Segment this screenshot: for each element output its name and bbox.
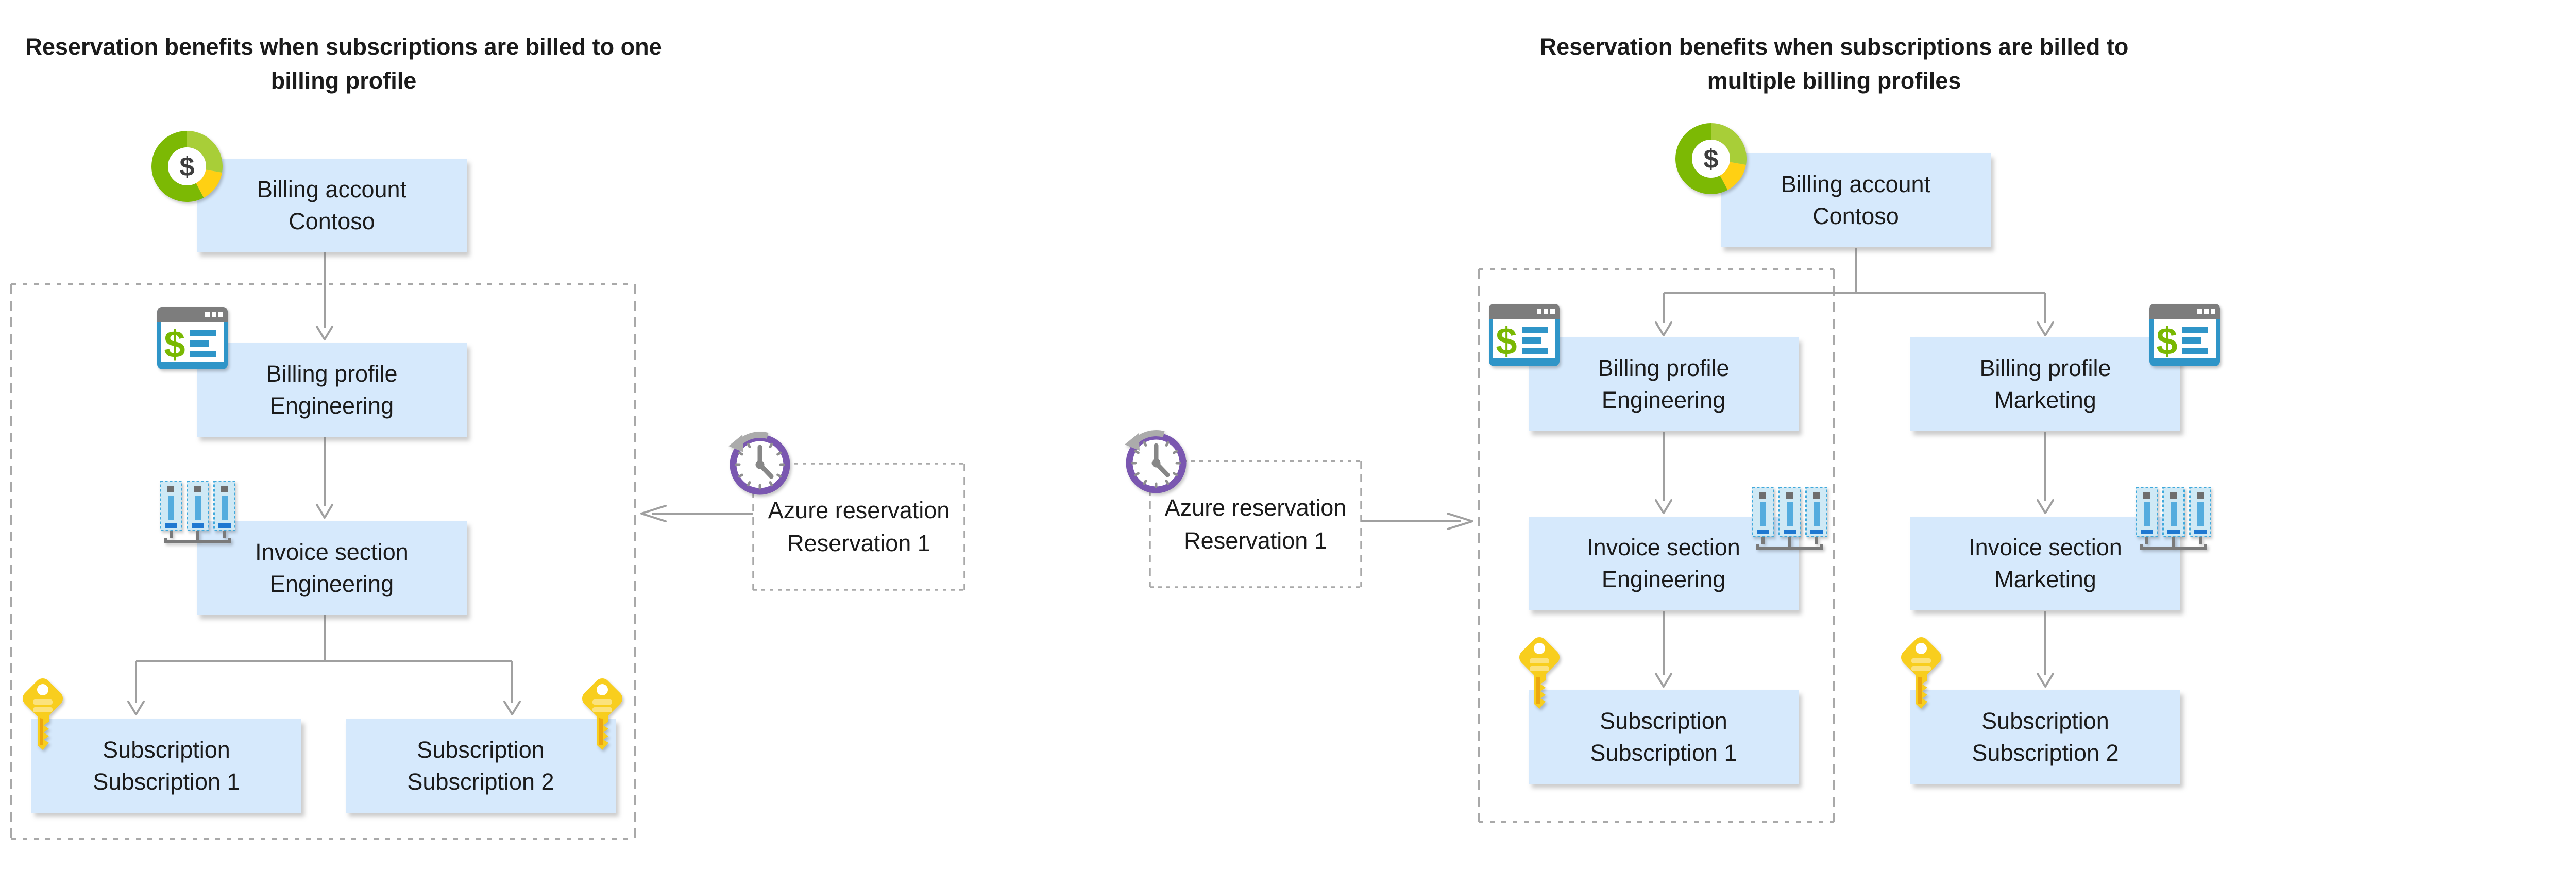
right-diagram-title: Reservation benefits when subscriptions … xyxy=(1504,30,2164,98)
subscription-2-key-icon xyxy=(579,674,625,751)
left-subscription-2-name: Subscription 2 xyxy=(407,769,554,795)
reservation-clock-icon xyxy=(1123,429,1190,496)
left-billing-account-name: Contoso xyxy=(289,208,375,234)
right-subscription-2-name: Subscription 2 xyxy=(1972,740,2119,766)
right-azure-reservation-node: Azure reservation Reservation 1 xyxy=(1150,461,1361,587)
left-arrow-account-to-profile xyxy=(316,252,333,340)
invoice-section-bars-icon xyxy=(2136,487,2211,556)
left-reservation-name: Reservation 1 xyxy=(787,530,930,556)
right-title-line2: multiple billing profiles xyxy=(1707,67,1961,94)
right-billing-account-name: Contoso xyxy=(1812,203,1899,229)
left-subscription-1-name: Subscription 1 xyxy=(93,769,240,795)
billing-account-donut-icon xyxy=(151,131,223,202)
left-reservation-arrow xyxy=(640,505,753,522)
left-subscription-2-label: Subscription xyxy=(417,737,545,763)
left-billing-profile-name: Engineering xyxy=(269,392,394,419)
left-invoice-section-label: Invoice section xyxy=(255,539,409,565)
right-invoice-mkt-name: Marketing xyxy=(1994,566,2096,592)
left-subscription-1-node: Subscription Subscription 1 xyxy=(31,719,301,813)
left-title-line2: billing profile xyxy=(270,67,417,94)
right-arrow-marketing-profile-to-invoice xyxy=(2037,432,2054,514)
invoice-section-bars-icon xyxy=(1752,487,1827,556)
invoice-section-bars-icon xyxy=(160,481,235,550)
left-billing-profile-label: Billing profile xyxy=(266,361,398,387)
right-arrow-marketing-invoice-to-subscription xyxy=(2037,611,2054,688)
right-billing-profile-eng-label: Billing profile xyxy=(1598,355,1730,381)
left-azure-reservation-node: Azure reservation Reservation 1 xyxy=(753,464,964,590)
right-invoice-eng-label: Invoice section xyxy=(1587,534,1740,560)
right-billing-profile-marketing-node: Billing profile Marketing xyxy=(1910,337,2180,431)
left-billing-account-label: Billing account xyxy=(257,176,407,202)
right-title-line1: Reservation benefits when subscriptions … xyxy=(1539,33,2129,60)
right-reservation-arrow xyxy=(1361,513,1473,530)
right-subscription-1-name: Subscription 1 xyxy=(1590,740,1737,766)
right-invoice-mkt-label: Invoice section xyxy=(1969,534,2122,560)
left-invoice-section-node: Invoice section Engineering xyxy=(197,521,467,615)
left-subscription-2-node: Subscription Subscription 2 xyxy=(346,719,616,813)
right-subscription-2-label: Subscription xyxy=(1981,708,2109,734)
right-subscription-2-node: Subscription Subscription 2 xyxy=(1910,690,2180,784)
left-billing-profile-node: Billing profile Engineering xyxy=(197,343,467,437)
billing-profile-window-icon xyxy=(1489,304,1560,366)
left-title-line1: Reservation benefits when subscriptions … xyxy=(25,33,662,60)
left-arrow-profile-to-invoice xyxy=(316,437,333,519)
billing-profile-window-icon xyxy=(2149,304,2220,366)
left-billing-account-node: Billing account Contoso xyxy=(197,159,467,252)
right-subscription-1-node: Subscription Subscription 1 xyxy=(1529,690,1799,784)
right-billing-profile-eng-name: Engineering xyxy=(1601,387,1726,413)
right-billing-account-node: Billing account Contoso xyxy=(1721,153,1991,247)
right-reservation-label: Azure reservation xyxy=(1164,494,1347,521)
right-reservation-name: Reservation 1 xyxy=(1184,527,1327,554)
right-subscription-1-label: Subscription xyxy=(1600,708,1727,734)
subscription-1-key-icon xyxy=(1516,633,1563,710)
right-arrow-engineering-profile-to-invoice xyxy=(1655,432,1672,514)
left-dashed-container xyxy=(10,283,636,840)
subscription-2-key-icon xyxy=(1898,633,1944,710)
left-invoice-section-name: Engineering xyxy=(269,571,394,597)
left-subscription-1-label: Subscription xyxy=(103,737,230,763)
reservation-clock-icon xyxy=(726,430,793,497)
left-reservation-label: Azure reservation xyxy=(768,497,950,523)
right-billing-profile-mkt-name: Marketing xyxy=(1994,387,2096,413)
left-branch-invoice-to-subscriptions xyxy=(127,615,521,715)
right-billing-profile-engineering-node: Billing profile Engineering xyxy=(1529,337,1799,431)
right-invoice-section-marketing-node: Invoice section Marketing xyxy=(1910,517,2180,610)
right-invoice-eng-name: Engineering xyxy=(1601,566,1726,592)
right-billing-account-label: Billing account xyxy=(1781,171,1931,197)
billing-profile-window-icon xyxy=(157,307,228,369)
right-arrow-engineering-invoice-to-subscription xyxy=(1655,611,1672,688)
left-diagram-title: Reservation benefits when subscriptions … xyxy=(14,30,673,98)
right-billing-profile-mkt-label: Billing profile xyxy=(1979,355,2111,381)
billing-account-donut-icon xyxy=(1675,123,1747,194)
right-branch-account-to-profiles xyxy=(1655,248,2054,336)
right-dashed-container xyxy=(1478,268,1835,823)
subscription-1-key-icon xyxy=(20,674,66,751)
